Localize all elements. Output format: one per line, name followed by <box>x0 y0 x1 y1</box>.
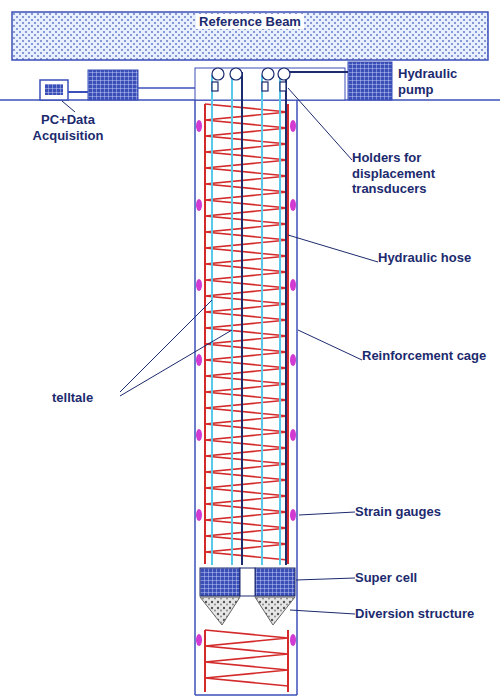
callout-label: Hydraulic pump <box>398 66 478 97</box>
diversion-structure <box>200 597 240 625</box>
callout-label: telltale <box>52 390 122 406</box>
callout-label: Reinforcement cage <box>362 348 492 364</box>
hydraulic-hoses <box>242 72 348 565</box>
callout-label: Strain gauges <box>355 504 485 520</box>
callout-label: PC+Data Acquisition <box>8 112 128 143</box>
pile-wall <box>296 100 298 695</box>
callout-label: Diversion structure <box>355 606 485 622</box>
super-cell <box>255 568 295 596</box>
callout-label: Super cell <box>355 570 485 586</box>
strain-gauges <box>196 120 296 646</box>
leader-lines <box>62 88 378 614</box>
cable <box>138 87 195 89</box>
data-acquisition-box <box>88 70 138 100</box>
cable <box>68 91 88 93</box>
super-cell-center <box>240 568 255 596</box>
displacement-transducers <box>212 68 290 91</box>
callout-label: Holders for displacement transducers <box>352 150 492 197</box>
pc-monitor <box>40 80 68 100</box>
beam-band: Reference Beam <box>12 12 488 60</box>
callout-label: Hydraulic hose <box>378 250 488 266</box>
pile-wall <box>194 100 196 695</box>
pc-screen <box>45 84 63 95</box>
super-cell <box>200 568 240 596</box>
pile-toe <box>195 694 297 696</box>
hydraulic-pump <box>348 62 392 100</box>
beam-title: Reference Beam <box>196 14 304 29</box>
diversion-structure <box>255 597 295 625</box>
reference-beam <box>12 12 488 60</box>
telltale-rods <box>212 75 280 565</box>
